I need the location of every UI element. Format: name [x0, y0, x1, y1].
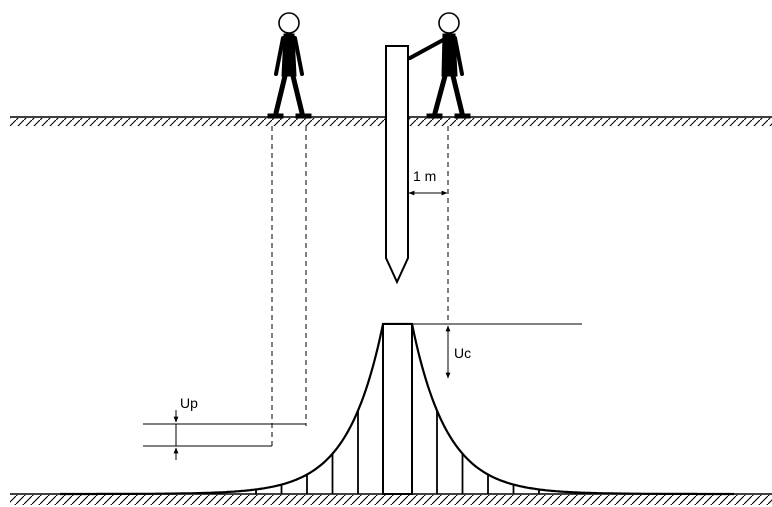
step-voltage-label: Up [180, 395, 198, 411]
step-voltage-dimension: Up [143, 395, 306, 460]
earth-electrode [385, 45, 409, 285]
person-step-icon [267, 12, 312, 119]
distance-label: 1 m [413, 168, 436, 184]
distance-dimension: 1 m [408, 168, 448, 196]
touch-voltage-dimension: Uc [412, 323, 582, 379]
potential-curve [60, 322, 734, 496]
person-touch-icon [408, 12, 471, 119]
projection-lines [271, 126, 449, 446]
touch-voltage-label: Uc [454, 345, 471, 361]
bottom-ground [10, 493, 772, 505]
